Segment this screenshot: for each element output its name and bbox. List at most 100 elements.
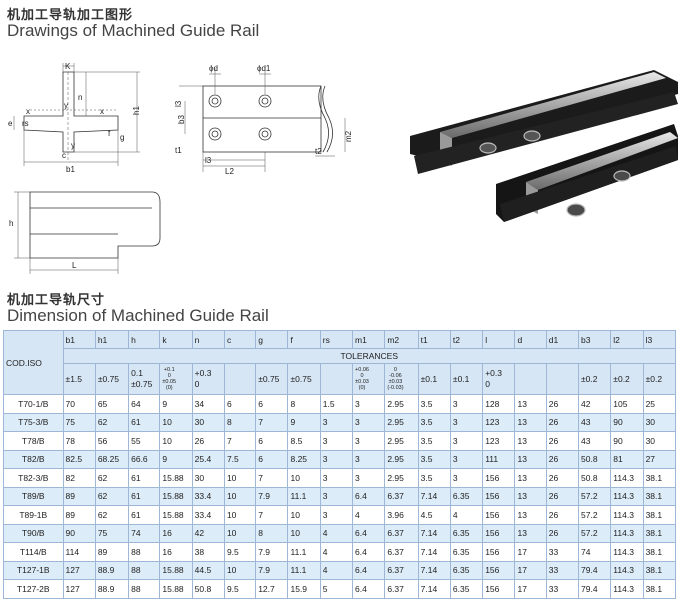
table-cell: 7	[255, 468, 289, 488]
table-cell: 9	[287, 412, 321, 432]
table-cell: 7.14	[417, 486, 451, 506]
table-cell: 7.14	[417, 560, 451, 580]
tolerance-cell: ±0.2	[578, 363, 612, 395]
column-header: t2	[449, 330, 484, 349]
table-cell: 156	[482, 468, 516, 488]
table-cell: 6.35	[449, 542, 484, 562]
tolerances-row: TOLERANCES	[4, 348, 677, 364]
table-cell: 13	[514, 431, 547, 451]
table-cell: 38.1	[642, 560, 677, 580]
table-cell: 11.1	[287, 486, 321, 506]
table-cell: 26	[545, 468, 580, 488]
table-cell: 62	[94, 486, 130, 506]
table-cell: 6	[255, 394, 289, 414]
table-cell: 2.95	[384, 449, 419, 469]
table-cell: 65	[94, 394, 130, 414]
table-cell: 38.1	[642, 486, 677, 506]
table-cell: 62	[94, 505, 130, 525]
table-cell: 7.14	[417, 523, 451, 543]
table-cell: 9.5	[223, 542, 257, 562]
table-cell: 38.1	[642, 579, 677, 599]
column-header: f	[287, 330, 321, 349]
label-h: h	[9, 219, 13, 228]
table-cell: 79.4	[578, 579, 612, 599]
table-cell: 7	[223, 431, 257, 451]
table-cell: 8	[223, 412, 257, 432]
table-cell: 11.1	[287, 560, 321, 580]
table-cell: 13	[514, 394, 547, 414]
table-cell: 82.5	[62, 449, 96, 469]
table-cell: 3.5	[417, 394, 451, 414]
table-cell: 114	[62, 542, 96, 562]
table-cell: 4	[319, 523, 354, 543]
table-cell: 3	[319, 505, 354, 525]
table-cell: 6.4	[352, 523, 386, 543]
table-cell: 10	[159, 431, 193, 451]
table-cell: 6.37	[384, 542, 419, 562]
table-cell: 3.5	[417, 431, 451, 451]
tolerance-cell: ±0.75	[94, 363, 130, 395]
label-c: c	[62, 151, 66, 160]
table-cell: 26	[545, 412, 580, 432]
table-cell: 7.9	[255, 486, 289, 506]
table-cell: 15.88	[159, 486, 193, 506]
table-cell: 89	[94, 542, 130, 562]
label-t1: t1	[175, 146, 182, 155]
tolerance-cell: ±1.5	[62, 363, 96, 395]
column-header: l3	[642, 330, 677, 349]
table-cell: 34	[191, 394, 225, 414]
dimension-title-cn: 机加工导轨尺寸	[7, 293, 106, 308]
table-cell: 79.4	[578, 560, 612, 580]
table-cell: 6.4	[352, 486, 386, 506]
table-cell: 1.5	[319, 394, 354, 414]
table-cell: 8.25	[287, 449, 321, 469]
tolerance-value: 0.1±0.75	[131, 368, 153, 389]
column-header: k	[159, 330, 193, 349]
table-cell: 56	[94, 431, 130, 451]
label-x2: x	[100, 107, 104, 116]
table-cell: 88	[128, 542, 161, 562]
tolerance-cell	[545, 363, 580, 395]
table-cell: 88.9	[94, 579, 130, 599]
row-code: T82/B	[3, 449, 64, 469]
table-cell: 30	[191, 412, 225, 432]
table-cell: 3	[352, 449, 386, 469]
row-code: T82-3/B	[3, 468, 64, 488]
table-cell: 33.4	[191, 486, 225, 506]
column-header: rs	[319, 330, 354, 349]
table-cell: 88	[128, 560, 161, 580]
tolerance-cell: ±0.2	[642, 363, 677, 395]
tolerance-cell	[319, 363, 354, 395]
column-header: h	[128, 330, 161, 349]
table-cell: 156	[482, 542, 516, 562]
table-cell: 3.5	[417, 468, 451, 488]
table-cell: 7.14	[417, 579, 451, 599]
table-cell: 4	[352, 505, 386, 525]
section-title-cn: 机加工导轨加工图形	[7, 8, 134, 23]
table-cell: 3	[449, 431, 484, 451]
table-cell: 16	[159, 523, 193, 543]
label-y: y	[64, 101, 68, 110]
table-cell: 156	[482, 560, 516, 580]
table-cell: 10	[223, 486, 257, 506]
table-cell: 6.4	[352, 579, 386, 599]
table-cell: 3	[352, 394, 386, 414]
dimension-title-en: Dimension of Machined Guide Rail	[7, 306, 269, 325]
label-b1: b1	[66, 165, 75, 174]
label-m2: m2	[344, 130, 353, 142]
table-cell: 13	[514, 449, 547, 469]
table-cell: 6.4	[352, 542, 386, 562]
